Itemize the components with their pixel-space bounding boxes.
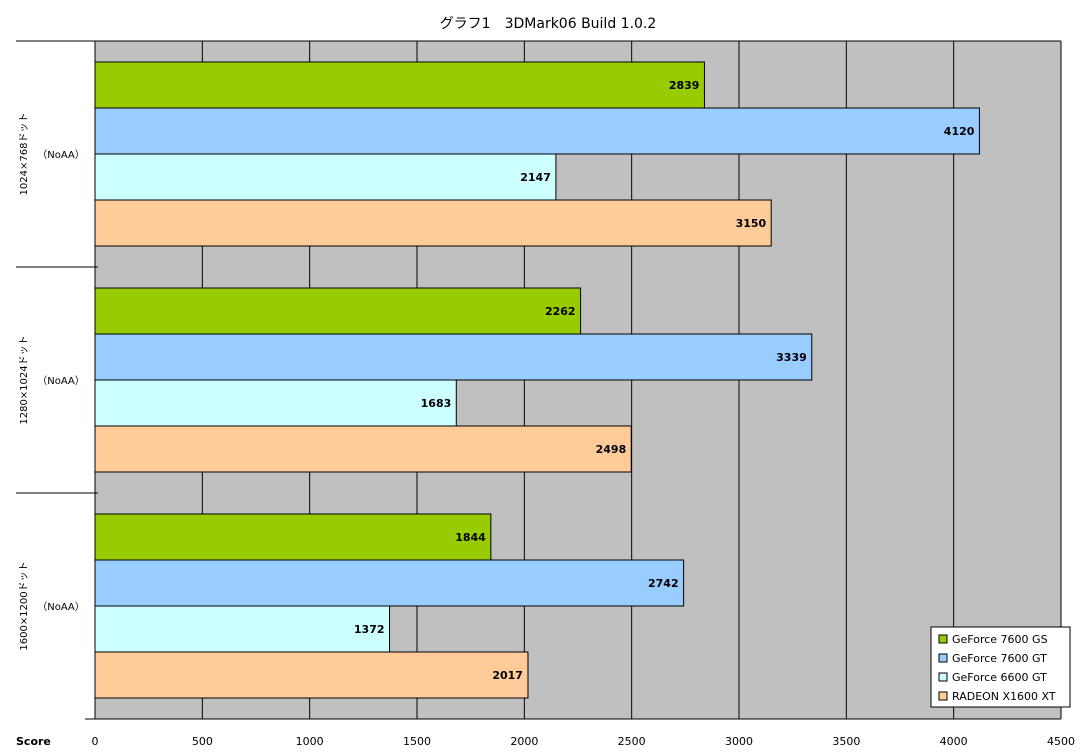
- bar: [94, 425, 632, 473]
- bar-value-label: 2498: [596, 443, 627, 456]
- bar: [94, 333, 813, 381]
- x-tick-label: 2500: [618, 735, 646, 748]
- x-tick-label: 2000: [510, 735, 538, 748]
- bar-value-label: 1683: [421, 397, 452, 410]
- chart-title: グラフ1 3DMark06 Build 1.0.2: [440, 16, 657, 32]
- bar-value-label: 1844: [455, 531, 486, 544]
- bar: [94, 61, 705, 109]
- legend-entry: GeForce 6600 GT: [952, 671, 1047, 684]
- bar-value-label: 3150: [736, 217, 767, 230]
- category-label: 1600×1200ドット: [19, 561, 30, 650]
- bar-value-label: 2147: [520, 171, 551, 184]
- plot-area: 2839 4120 2147 3150 2262 3339 1683 2498 1844 2742…: [16, 40, 1075, 748]
- bar: [94, 513, 492, 561]
- bar-value-label: 2017: [492, 669, 523, 682]
- x-tick-label: 0: [92, 735, 99, 748]
- legend-swatch: [938, 634, 948, 644]
- x-tick-label: 4500: [1047, 735, 1075, 748]
- bar-value-label: 4120: [944, 125, 975, 138]
- bar: [94, 605, 391, 653]
- bar-value-label: 2839: [669, 79, 700, 92]
- x-axis-label: Score: [16, 735, 51, 748]
- category-label: 1280×1024ドット: [19, 335, 30, 424]
- legend-entry: RADEON X1600 XT: [952, 690, 1056, 703]
- legend-entry: GeForce 7600 GT: [952, 652, 1047, 665]
- bar: [94, 107, 980, 155]
- bar-value-label: 2742: [648, 577, 679, 590]
- legend-box: [930, 626, 1071, 708]
- legend-entry: GeForce 7600 GS: [952, 633, 1048, 646]
- bar: [94, 559, 685, 607]
- x-tick-label: 500: [192, 735, 213, 748]
- bar: [94, 153, 557, 201]
- x-tick-label: 1500: [403, 735, 431, 748]
- bar-value-label: 3339: [776, 351, 807, 364]
- bar: [94, 379, 457, 427]
- category-sublabel: （NoAA）: [37, 375, 85, 387]
- category-label: 1024×768ドット: [19, 113, 30, 196]
- bar: [94, 199, 772, 247]
- legend-swatch: [938, 653, 948, 663]
- category-sublabel: （NoAA）: [37, 149, 85, 161]
- legend-swatch: [938, 691, 948, 701]
- category-sublabel: （NoAA）: [37, 601, 85, 613]
- bar: [94, 287, 582, 335]
- bar-value-label: 1372: [354, 623, 385, 636]
- x-tick-label: 3500: [832, 735, 860, 748]
- x-tick-label: 4000: [940, 735, 968, 748]
- legend: GeForce 7600 GS GeForce 7600 GT GeForce 66…: [930, 626, 1071, 708]
- x-tick-label: 3000: [725, 735, 753, 748]
- legend-swatch: [938, 672, 948, 682]
- bar-value-label: 2262: [545, 305, 576, 318]
- bar: [94, 651, 529, 699]
- x-tick-label: 1000: [296, 735, 324, 748]
